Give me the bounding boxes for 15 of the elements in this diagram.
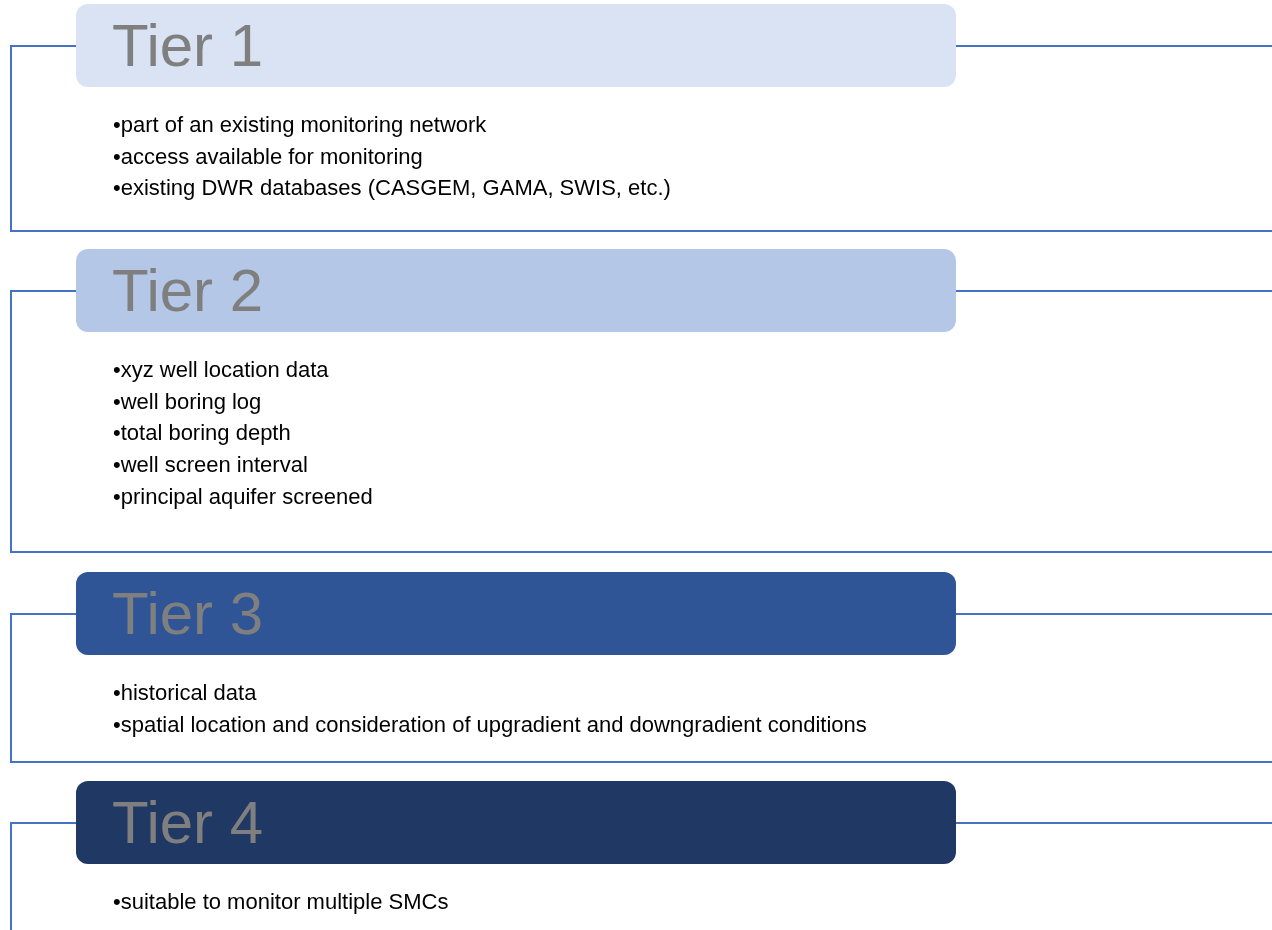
bullet-item: •xyz well location data bbox=[113, 356, 329, 383]
bullet-item: •total boring depth bbox=[113, 420, 291, 447]
tier-banner: Tier 4 bbox=[76, 781, 956, 864]
tier-banner: Tier 2 bbox=[76, 249, 956, 332]
bullet-item: •existing DWR databases (CASGEM, GAMA, SWIS, etc.) bbox=[113, 175, 671, 202]
bullet-item: •well boring log bbox=[113, 388, 262, 415]
bullet-item: •part of an existing monitoring network bbox=[113, 111, 487, 138]
bullet-item: •access available for monitoring bbox=[113, 143, 423, 170]
tier-banner: Tier 3 bbox=[76, 572, 956, 655]
tier-banner: Tier 1 bbox=[76, 4, 956, 87]
bullet-item: •spatial location and consideration of upgradient and downgradient conditions bbox=[113, 711, 867, 738]
bullet-item: •well screen interval bbox=[113, 452, 308, 478]
bullet-item: •suitable to monitor multiple SMCs bbox=[113, 888, 449, 915]
bullet-item: •historical data bbox=[113, 679, 257, 706]
bullet-item: •principal aquifer screened bbox=[113, 483, 373, 510]
